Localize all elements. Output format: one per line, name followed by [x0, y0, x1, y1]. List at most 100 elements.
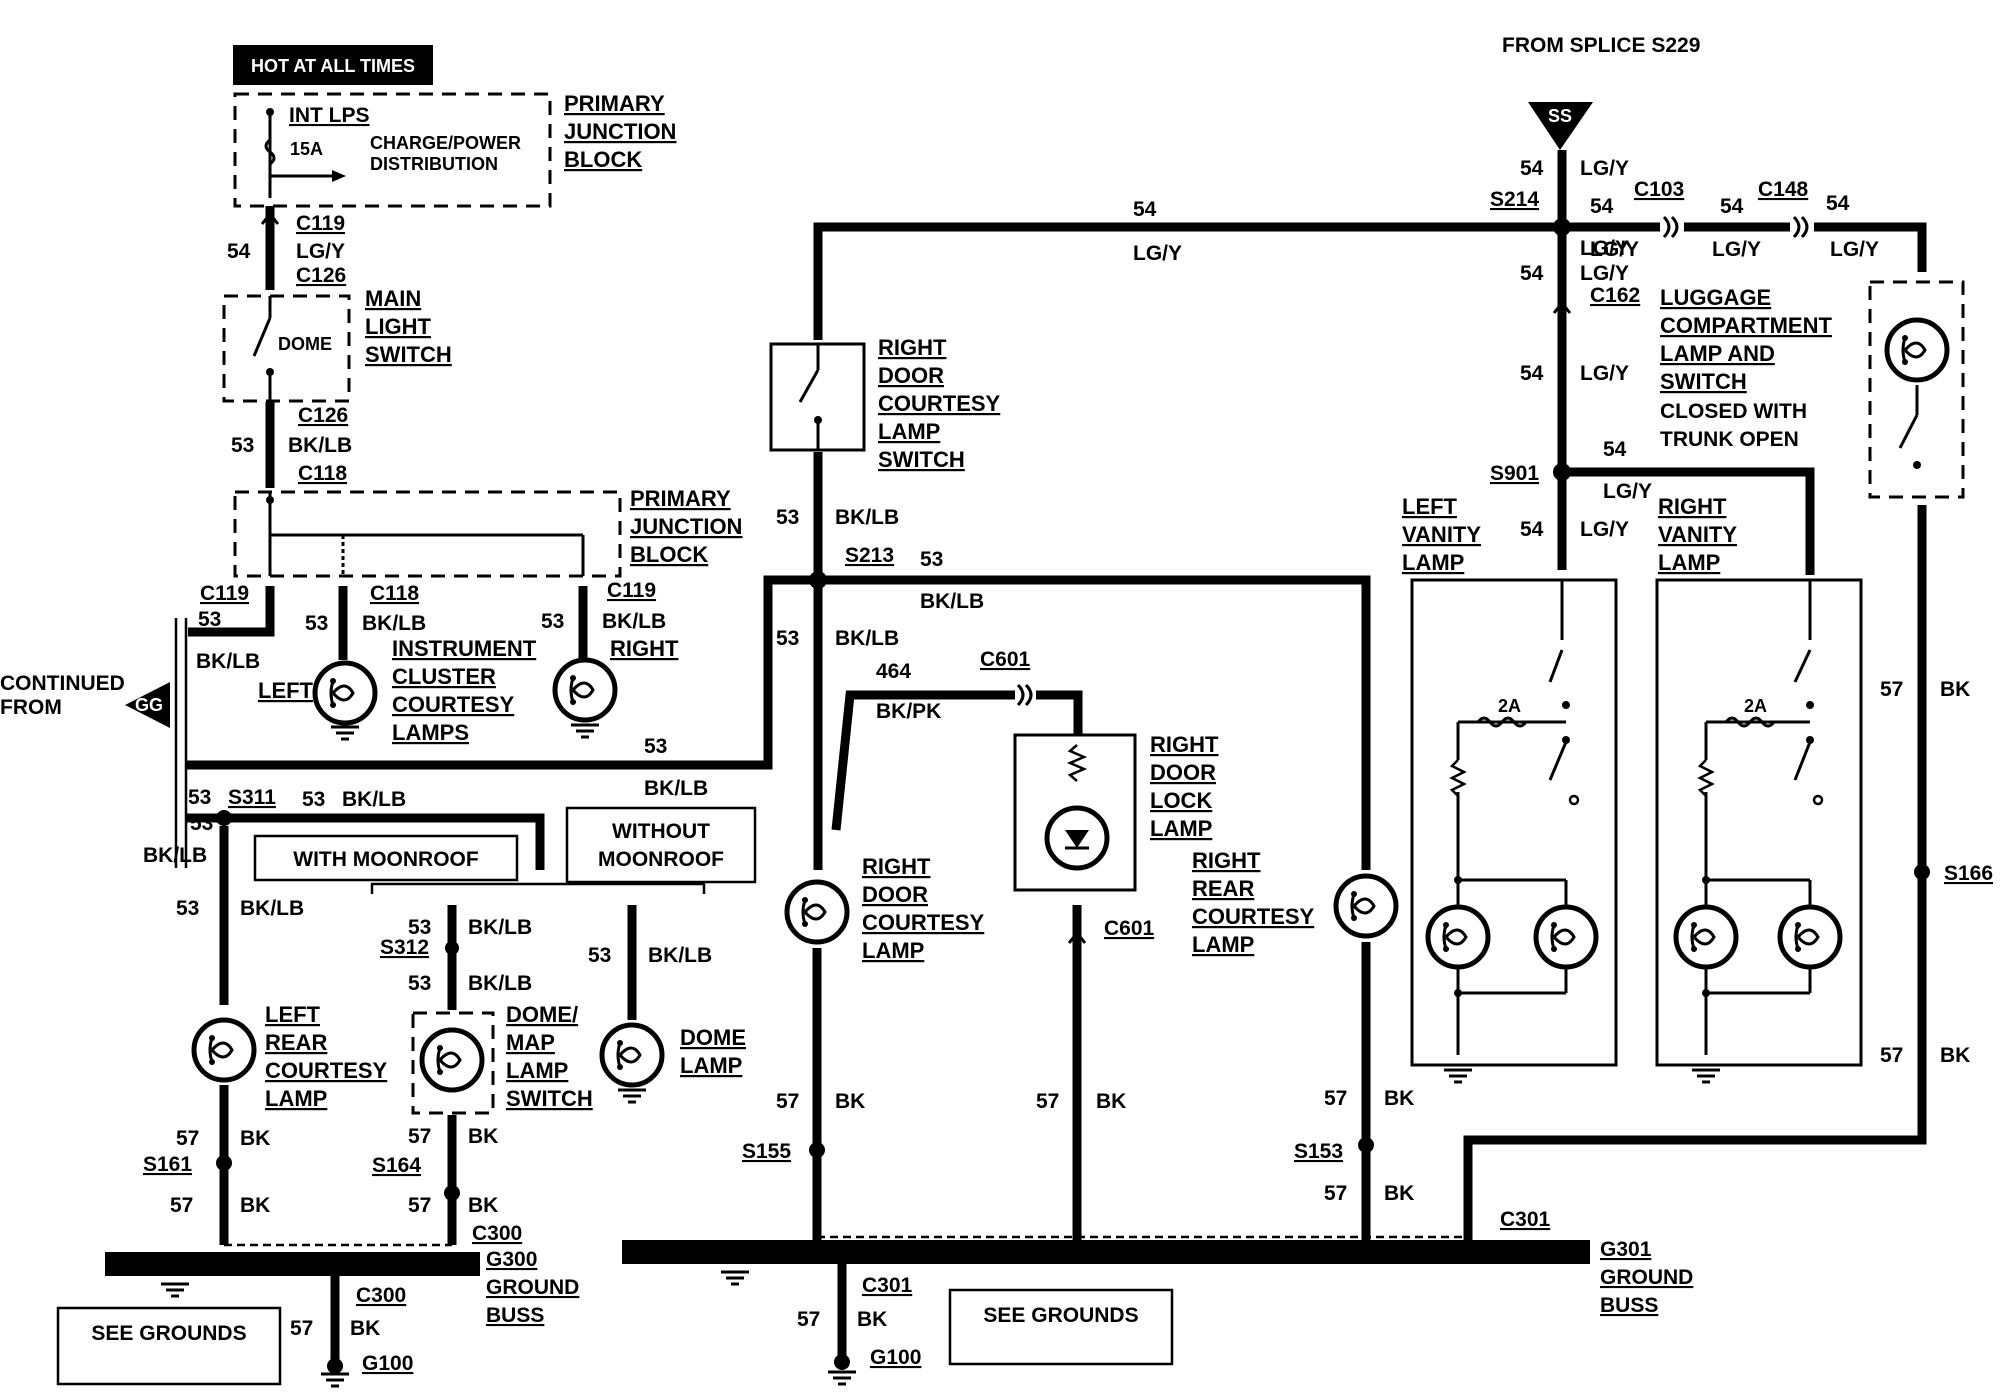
wires-lgy-label: LG/Y [1580, 262, 1629, 285]
g301-ground-bus [622, 1240, 1590, 1264]
hot-at-all-times-badge: HOT AT ALL TIMES [233, 45, 433, 85]
wires-bklb-label: BK/LB [342, 788, 406, 811]
connectors-c601-label: C601 [980, 648, 1031, 671]
distribution-label: DISTRIBUTION [370, 154, 498, 174]
center-section-right-door-courtesy-switch-3-label: LAMP [878, 419, 940, 444]
wire-53-c119-left [188, 586, 275, 637]
center-section-right-door-courtesy-lamp-3-label: LAMP [862, 938, 924, 963]
connectors-s213-label: S213 [845, 544, 894, 567]
wires-c464-label: 464 [876, 660, 911, 683]
wires-bklb-label: BK/LB [288, 434, 352, 457]
pjb1-line2: JUNCTION [564, 119, 676, 144]
wires-c53-label: 53 [302, 788, 325, 811]
moonroof-bracket [370, 882, 706, 894]
right-section-right-vanity-1-label: VANITY [1658, 522, 1737, 547]
dome-map-lamp [422, 1030, 482, 1090]
wire-54-to-luggage [1814, 222, 1927, 272]
wires-bk-label: BK [1940, 678, 1970, 701]
wires-bklb-label: BK/LB [835, 506, 899, 529]
see-grounds-left[interactable] [56, 1306, 282, 1386]
wires-c53-label: 53 [541, 610, 564, 633]
pjb1-line1: PRIMARY [564, 91, 665, 116]
left-section-continued-from-1-label: FROM [0, 696, 62, 719]
right-section-luggage-note-0-label: CLOSED WITH [1660, 400, 1807, 423]
wires-lgy-label: LG/Y [1580, 362, 1629, 385]
wires-c57-label: 57 [1324, 1087, 1347, 1110]
left-section-dome-lamp-0-label: DOME [680, 1025, 746, 1050]
wires-c54-label: 54 [1520, 157, 1544, 180]
wires-bk-label: BK [350, 1317, 380, 1340]
left-section-dome-lamp-1-label: LAMP [680, 1053, 742, 1078]
wires-c57-label: 57 [290, 1317, 313, 1340]
right-door-courtesy-lamp [787, 882, 847, 942]
center-section-right-door-lock-lamp-0-label: RIGHT [1150, 732, 1219, 757]
wires-c53-label: 53 [408, 916, 431, 939]
wires-c54-label: 54 [1520, 362, 1544, 385]
wires-bkpk-label: BK/PK [876, 700, 941, 723]
wire-53-s213-right-rear [818, 575, 1371, 870]
left-section-continued-from-0-label: CONTINUED [0, 672, 125, 695]
int-lps-label: INT LPS [289, 104, 370, 127]
wires-bk-label: BK [240, 1127, 270, 1150]
wires-c57-label: 57 [776, 1090, 799, 1113]
connectors-s155-label: S155 [742, 1140, 791, 1163]
luggage-compartment-lamp-switch [1868, 280, 1965, 499]
left-section-with-moonroof-label: WITH MOONROOF [293, 848, 479, 871]
top-left-main-light-switch-0-label: MAIN [365, 286, 421, 311]
left-section-instrument-cluster-0-label: INSTRUMENT [392, 636, 537, 661]
s311-splice [216, 810, 232, 826]
wires-bk-label: BK [240, 1194, 270, 1217]
wires-bklb-label: BK/LB [240, 897, 304, 920]
center-section-right-rear-courtesy-lamp-3-label: LAMP [1192, 932, 1254, 957]
right-rear-courtesy-lamp [1336, 876, 1396, 936]
connectors-c119-label: C119 [607, 579, 656, 602]
wires-c53-label: 53 [190, 812, 213, 835]
wire-57-to-g301 [1463, 1130, 1927, 1245]
wires-bk-label: BK [468, 1194, 498, 1217]
wires-c57-label: 57 [1880, 678, 1903, 701]
left-instrument-lamp [315, 663, 375, 723]
left-vanity-lamp-box [1410, 578, 1618, 1084]
primary-junction-block-mid [233, 490, 622, 578]
center-section-right-door-courtesy-lamp-1-label: DOOR [862, 882, 928, 907]
right-section-vanity-fuse-label: 2A [1498, 696, 1521, 716]
wires-bklb-label: BK/LB [602, 610, 666, 633]
main-light-switch [222, 294, 351, 403]
wires-bk-label: BK [468, 1125, 498, 1148]
wire-54-s214-to-door-switch [813, 222, 1562, 340]
see-grounds-center[interactable] [948, 1288, 1174, 1366]
wires-lgy-label: LG/Y [1133, 242, 1182, 265]
connectors-c126-label: C126 [296, 264, 346, 287]
wires-c57-label: 57 [408, 1194, 431, 1217]
connectors-c300-label: C300 [356, 1284, 406, 1307]
dome-switch-label: DOME [278, 334, 332, 354]
right-section-luggage-1-label: COMPARTMENT [1660, 313, 1832, 338]
center-section-right-door-lock-lamp-3-label: LAMP [1150, 816, 1212, 841]
wires-c57-label: 57 [176, 1127, 199, 1150]
center-section-right-door-courtesy-switch-4-label: SWITCH [878, 447, 965, 472]
right-section-left-vanity-1-label: VANITY [1402, 522, 1481, 547]
wires-c53-label: 53 [176, 897, 199, 920]
center-section-right-door-courtesy-switch-0-label: RIGHT [878, 335, 947, 360]
right-section-luggage-0-label: LUGGAGE [1660, 285, 1771, 310]
right-vanity-lamp-box [1655, 578, 1863, 1084]
left-section-right-label-label: RIGHT [610, 636, 679, 661]
wires-bk-label: BK [835, 1090, 865, 1113]
left-rear-courtesy-lamp [194, 1020, 254, 1080]
wires-lgy-label: LG/Y [1580, 157, 1629, 180]
connectors-c103-label: C103 [1634, 178, 1684, 201]
left-section-g300-bus-0-label: GROUND [486, 1276, 579, 1299]
center-section-right-door-courtesy-switch-1-label: DOOR [878, 363, 944, 388]
top-left-pjb-2-2-label: BLOCK [630, 542, 708, 567]
wires-lgy-label: LG/Y [1830, 238, 1879, 261]
left-section-dome-map-switch-1-label: MAP [506, 1030, 555, 1055]
wires-bk-label: BK [1384, 1087, 1414, 1110]
left-section-dome-map-switch-2-label: LAMP [506, 1058, 568, 1083]
wires-c53-label: 53 [776, 506, 799, 529]
wires-bklb-label: BK/LB [835, 627, 899, 650]
wires-bk-label: BK [1940, 1044, 1970, 1067]
right-section-luggage-3-label: SWITCH [1660, 369, 1747, 394]
wires-bk-label: BK [857, 1308, 887, 1331]
wires-c57-label: 57 [1036, 1090, 1059, 1113]
